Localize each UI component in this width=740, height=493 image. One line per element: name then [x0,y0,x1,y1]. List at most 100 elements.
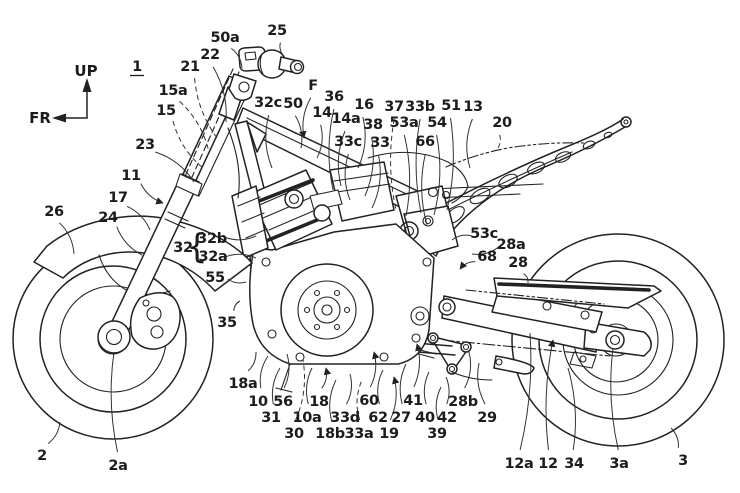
leader-53c [451,234,472,241]
leader-38 [364,136,374,197]
ref-label-32: 32 [173,240,193,256]
ref-label-54: 54 [427,115,447,131]
leader-53a [403,134,411,217]
front-label: FR [29,109,51,127]
leader-28a [471,246,499,255]
leader-27 [399,363,407,405]
leader-33b [415,118,422,214]
ref-label-28b: 28b [448,394,478,410]
leader-40 [423,371,430,405]
ref-label-16: 16 [354,97,374,113]
leader-32a [225,253,257,259]
front-arrowhead [52,113,66,123]
front-cylinder [249,169,333,251]
ref-label-19: 19 [379,426,399,442]
ref-label-3a: 3a [609,456,628,472]
ref-label-37: 37 [384,99,404,115]
ref-label-20: 20 [492,115,512,131]
leader-51 [446,117,454,211]
leader-17 [126,205,151,231]
leader-F [299,97,312,139]
leader-13 [466,118,473,169]
leader-15a [179,100,210,153]
orientation-arrows: UP FR [29,62,97,127]
leader-20 [496,134,501,150]
leader-39 [435,386,442,421]
ref-label-32a: 32a [198,249,227,265]
ref-label-66: 66 [415,134,435,150]
leader-2a [110,351,118,453]
rear-fender-blade [465,277,662,309]
leader-23 [155,151,195,183]
ref-label-29: 29 [477,410,497,426]
figure-number-text: 1 [132,59,142,75]
clutch-cover [280,263,374,357]
ref-label-33b: 33b [405,99,435,115]
ref-label-33: 33 [370,135,390,151]
ref-label-28a: 28a [496,237,525,253]
ref-label-35: 35 [217,315,237,331]
ref-label-14a: 14a [331,111,360,127]
leader-50a [230,48,243,69]
leader-33 [371,154,381,209]
ref-label-39: 39 [427,426,447,442]
ref-label-68: 68 [477,249,497,265]
leader-25 [279,42,285,57]
leader-54 [433,134,441,216]
ref-label-41: 41 [403,393,423,409]
seat-pan-line [367,151,469,204]
rear-fender-bracket [491,291,603,333]
ref-label-38: 38 [363,117,383,133]
footpeg [493,355,535,375]
leader-56 [283,353,290,389]
leader-33c [344,153,351,201]
fork-clamp-band [175,173,203,197]
brace-group: 32 { [173,227,208,267]
ref-label-32c: 32c [254,95,282,111]
front-fork [97,68,250,354]
ref-label-12a: 12a [504,456,533,472]
leader-18 [321,367,332,389]
leader-37 [390,118,397,211]
leader-62 [377,369,384,405]
ref-label-28: 28 [508,255,528,271]
ref-label-40: 40 [415,410,435,426]
ref-label-53c: 53c [470,226,498,242]
up-arrowhead [82,78,92,92]
leader-18b [329,379,337,421]
ref-label-32b: 32b [197,231,227,247]
leader-24 [116,226,143,256]
leader-42 [445,376,450,405]
ref-label-18b: 18b [315,426,345,442]
leader-22 [212,66,227,123]
ref-label-23: 23 [135,137,155,153]
leader-2 [47,421,61,444]
leader-60 [369,351,380,388]
leader-33d [346,373,353,405]
leader-33a [356,379,363,421]
leader-35 [233,300,241,311]
ref-label-22: 22 [200,47,220,63]
leader-10 [259,355,269,389]
ref-label-12: 12 [538,456,558,472]
leader-14a [337,130,346,187]
leader-29 [477,362,486,405]
ref-label-26: 26 [44,204,64,220]
leader-41 [413,343,423,388]
engine [248,161,435,365]
ref-label-15: 15 [156,103,176,119]
leader-3 [670,427,679,448]
leader-10a [305,367,313,405]
leader-28b [464,351,472,389]
ref-label-30: 30 [284,426,304,442]
handlebar-assembly [218,46,305,121]
leader-18a [247,351,257,372]
leader-19 [389,376,400,421]
ref-label-2a: 2a [108,458,127,474]
ref-label-18a: 18a [228,376,257,392]
ref-label-51: 51 [441,98,461,114]
ref-label-14: 14 [312,105,332,121]
leader-26 [59,222,75,255]
ref-label-13: 13 [463,99,483,115]
